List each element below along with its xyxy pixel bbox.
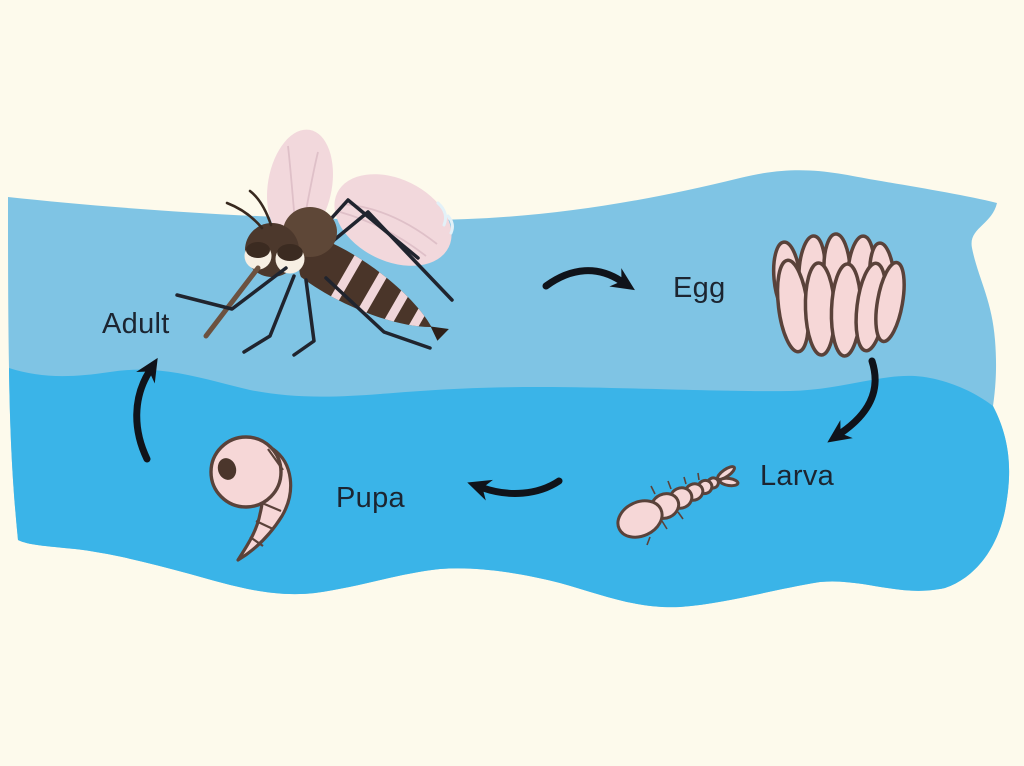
mosquito-right-wing (334, 174, 452, 266)
egg-shape (874, 260, 906, 344)
pupa-eye-spot (217, 458, 237, 480)
mosquito-pupil (246, 242, 270, 258)
mosquito-pupil (277, 244, 303, 261)
arrow-egg-to-larva (827, 357, 879, 443)
cycle-arrows (133, 267, 879, 501)
larva-tail-fin (718, 476, 740, 488)
pupa-segments (249, 448, 284, 547)
mosquito-proboscis (203, 265, 261, 339)
motion-mark (446, 214, 454, 235)
stage-label-adult: Adult (102, 308, 170, 340)
mosquito-antenna (225, 201, 264, 230)
abdomen-tip (430, 326, 449, 341)
stage-label-egg: Egg (673, 272, 726, 304)
mosquito-leg (292, 278, 316, 357)
pupa-head (209, 435, 283, 509)
mosquito-leg (242, 274, 296, 354)
adult-mosquito-illustration (175, 129, 454, 357)
mosquito-leg (320, 210, 454, 302)
pupa-illustration (209, 435, 293, 562)
arrow-larva-to-pupa (467, 477, 563, 501)
mosquito-antenna (248, 189, 273, 227)
arrow-adult-to-egg (542, 267, 635, 291)
motion-mark (436, 201, 447, 227)
arrow-pupa-to-adult (133, 357, 158, 463)
egg-cluster-illustration (771, 232, 906, 358)
mosquito-leg (175, 266, 288, 311)
larva-bristles (646, 472, 700, 546)
stage-label-larva: Larva (760, 460, 835, 492)
larva-illustration (616, 465, 740, 546)
mosquito-leg (324, 276, 432, 350)
water-deep-band (9, 368, 1010, 608)
stage-label-pupa: Pupa (336, 482, 405, 514)
larva-head (616, 499, 664, 539)
